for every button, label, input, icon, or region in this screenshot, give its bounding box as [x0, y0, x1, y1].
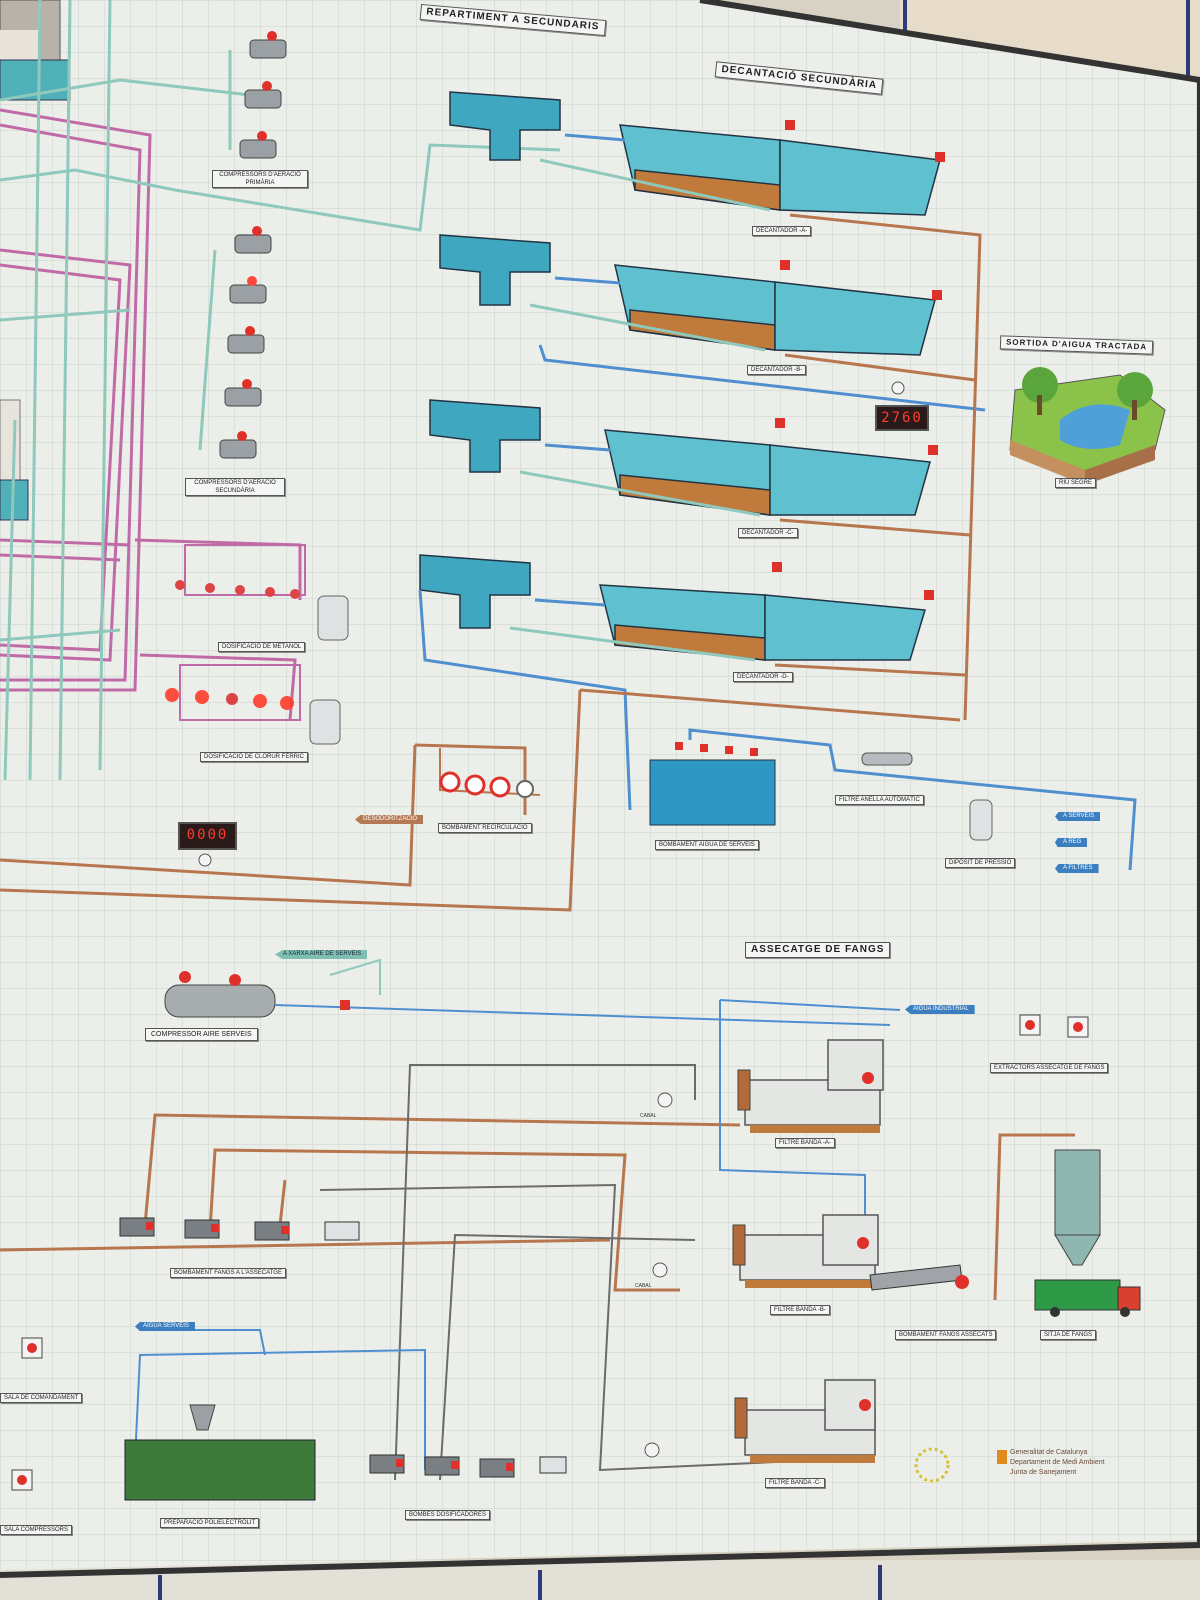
- dried-sludge-pumping-label: BOMBAMENT FANGS ASSECATS: [895, 1330, 997, 1340]
- credit-junta: Junta de Sanejament: [1010, 1469, 1077, 1476]
- secondary-aeration-compressors: [219, 226, 272, 459]
- flow-label-a: CABAL: [640, 1113, 657, 1119]
- tag-serveis: A SERVEIS: [1055, 812, 1101, 821]
- belt-filter-c-label: FILTRE BANDA -C-: [765, 1478, 826, 1488]
- primary-aeration-compressors: [239, 31, 287, 159]
- belt-filter-a-label: FILTRE BANDA -A-: [775, 1138, 835, 1148]
- pressure-tank-label: DIPÒSIT DE PRESSIÓ: [945, 858, 1016, 868]
- service-water-tank: [649, 728, 1137, 871]
- extractors-label: EXTRACTORS ASSECATGE DE FANGS: [990, 1063, 1109, 1073]
- tag-service-water: AIGUA SERVEIS: [135, 1322, 195, 1331]
- flow-label-b: CABAL: [635, 1283, 652, 1289]
- recirculation-pumping-label: BOMBAMENT RECIRCULACIÓ: [438, 823, 532, 833]
- clarifier-c-label: DECANTADOR -C-: [738, 528, 798, 538]
- river-label: RIU SEGRE: [1055, 478, 1097, 488]
- credit-generalitat: Generalitat de Catalunya: [1010, 1449, 1088, 1456]
- secondary-compressors-label: COMPRESSORS D'AERACIÓ SECUNDÀRIA: [185, 478, 285, 496]
- polyelectrolyte-label: PREPARACIÓ POLIELECTRÒLIT: [160, 1518, 260, 1528]
- service-water-pumping-label: BOMBAMENT AIGUA DE SERVEIS: [655, 840, 759, 850]
- service-air-compressor-label: COMPRESSOR AIRE SERVEIS: [145, 1028, 258, 1041]
- sludge-pumping-label: BOMBAMENT FANGS A L'ASSECATGE: [170, 1268, 286, 1278]
- recirculation-flow-display: 0000: [178, 822, 237, 850]
- dosing-pumps-label: BOMBES DOSIFICADORES: [405, 1510, 491, 1520]
- belt-filter-b-label: FILTRE BANDA -B-: [770, 1305, 830, 1315]
- tag-desodoritzacio: DESODORITZACIÓ: [355, 815, 424, 824]
- credit-department: Departament de Medi Ambient: [1010, 1459, 1105, 1466]
- methanol-dosing-pumps: [175, 544, 349, 641]
- outlet-flow-display: 2760: [875, 405, 929, 431]
- ferric-dosing-pumps: [165, 664, 341, 745]
- compressor-room-label: SALA COMPRESSORS: [0, 1525, 73, 1535]
- methanol-label: DOSIFICACIÓ DE METANOL: [218, 642, 306, 652]
- recirculation-pumps: [439, 748, 541, 798]
- sludge-drying-label: ASSECATGE DE FANGS: [745, 942, 891, 958]
- clarifier-b-label: DECANTADOR -B-: [747, 365, 807, 375]
- secondary-clarifiers: [0, 91, 986, 912]
- sludge-drying-section: [0, 381, 1141, 1501]
- tag-filtres: A FILTRES: [1055, 864, 1099, 873]
- ferric-chloride-label: DOSIFICACIÓ DE CLORUR FÈRRIC: [200, 752, 309, 762]
- tag-reg: A REG: [1055, 838, 1088, 847]
- tag-industrial-water: AIGUA INDUSTRIAL: [905, 1005, 975, 1014]
- treated-water-outlet-scene: [1009, 367, 1166, 485]
- clarifier-d-label: DECANTADOR -D-: [733, 672, 793, 682]
- clarifier-a-label: DECANTADOR -A-: [752, 226, 812, 236]
- auto-ring-filter-label: FILTRE ANELLA AUTOMÀTIC: [835, 795, 924, 805]
- control-room-label: SALA DE COMANDAMENT: [0, 1393, 83, 1403]
- sludge-silo-label: SITJA DE FANGS: [1040, 1330, 1097, 1340]
- tag-air-network: A XARXA AIRE DE SERVEIS: [275, 950, 368, 959]
- primary-compressors-label: COMPRESSORS D'AERACIÓ PRIMÀRIA: [212, 170, 308, 188]
